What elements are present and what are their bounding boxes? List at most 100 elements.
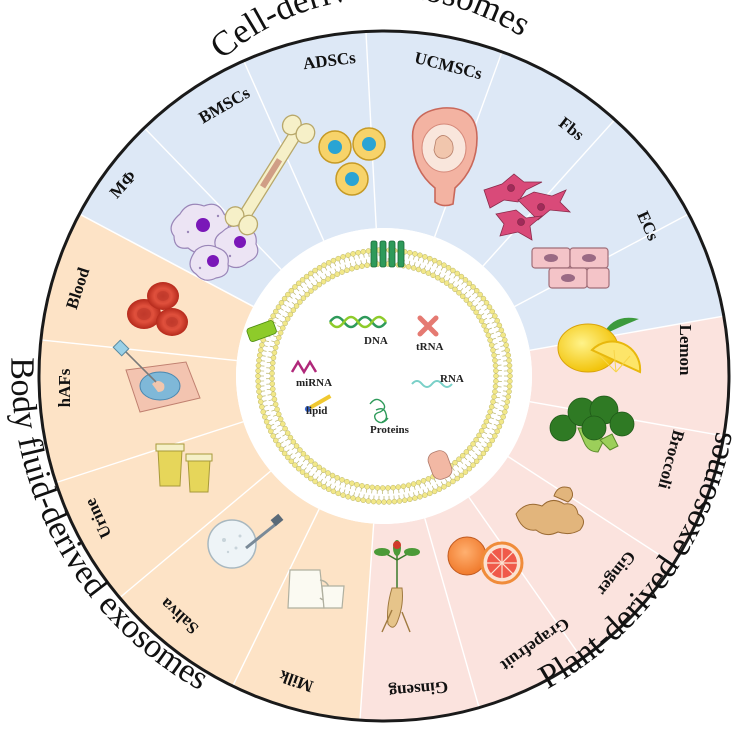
lipid-head — [434, 274, 441, 281]
lipid-head — [407, 496, 413, 503]
lipid-head — [425, 476, 432, 482]
lipid-head — [430, 272, 436, 279]
lipid-head — [462, 277, 469, 283]
lipid-head — [470, 441, 476, 447]
lipid-head — [441, 484, 447, 490]
lipid-head — [483, 418, 490, 425]
lipid-head — [276, 411, 282, 418]
lipid-head — [256, 393, 263, 400]
mirna-label: miRNA — [296, 377, 332, 389]
lipid-head — [295, 465, 302, 472]
lipid-head — [379, 485, 386, 491]
lipid-head — [256, 357, 262, 364]
lipid-head — [284, 316, 291, 322]
lipid-head — [269, 375, 275, 382]
lipid-head — [410, 265, 417, 271]
lipid-head — [489, 308, 495, 315]
lipid-head — [390, 484, 396, 491]
lipid-head — [477, 454, 483, 461]
lipid-head — [321, 262, 327, 268]
lipid-head — [330, 257, 337, 264]
rna-icon — [411, 380, 453, 388]
lipid-head — [308, 475, 314, 482]
lipid-head — [325, 276, 331, 282]
lipid-head — [476, 313, 482, 320]
lipid-head — [345, 252, 351, 258]
lipid-head — [349, 265, 355, 272]
dna-label: DNA — [364, 335, 388, 347]
membrane-protein-lime-icon — [246, 320, 277, 342]
lipid-head — [284, 430, 291, 436]
lipid-head — [492, 433, 498, 439]
lipid-head — [400, 483, 407, 490]
lipid-head — [312, 478, 318, 485]
lipid-head — [507, 368, 513, 374]
lipid-head — [422, 254, 428, 260]
lipid-head — [268, 428, 274, 435]
lipid-head — [316, 281, 322, 288]
lipid-head — [420, 478, 427, 484]
lipid-icon — [304, 394, 332, 412]
lipid-head — [487, 409, 493, 415]
grapefruit-icon — [447, 536, 524, 585]
lipid-head — [473, 287, 480, 294]
lipid-head — [506, 362, 513, 369]
lipid-head — [274, 339, 280, 346]
lipid-head — [412, 251, 418, 257]
lipid-head — [506, 383, 513, 390]
lipid-head — [422, 492, 428, 498]
lipid-head — [303, 273, 310, 280]
lipid-head — [256, 388, 262, 395]
lipid-head — [492, 388, 498, 395]
lipid-head — [293, 303, 300, 309]
lipid-head — [405, 263, 412, 270]
lipid-head — [287, 434, 294, 441]
lipid-head — [282, 425, 288, 432]
lipid-head — [401, 497, 408, 504]
trna-icon — [417, 315, 439, 337]
stem-cells-icon — [318, 127, 386, 196]
milk-jug-icon — [287, 569, 345, 609]
macrophage-cells-icon — [170, 203, 259, 281]
lipid-head — [405, 482, 412, 489]
segment-divider — [507, 456, 674, 565]
lipid-head — [280, 325, 286, 331]
lipid-head — [436, 486, 443, 492]
lipid-head — [504, 347, 511, 353]
lipid-head — [386, 499, 392, 505]
lipid-head — [450, 267, 456, 274]
lipid-head — [350, 495, 356, 501]
lipid-head — [502, 337, 508, 343]
lipid-head — [339, 269, 345, 275]
lipid-head — [300, 295, 307, 301]
segment-divider — [424, 518, 480, 708]
lipid-head — [507, 373, 513, 379]
lipid-head — [354, 264, 360, 271]
lipid-head — [500, 414, 506, 420]
lipid-head — [340, 254, 346, 260]
lipid-head — [466, 465, 473, 472]
lipid-head — [276, 334, 282, 341]
lipid-head — [417, 494, 423, 500]
lipid-head — [340, 492, 346, 498]
lipid-head — [459, 293, 466, 300]
lipid-head — [492, 357, 498, 364]
lipid-head — [316, 464, 322, 471]
lipid-head — [504, 399, 511, 405]
lipid-head — [272, 344, 279, 351]
lipid-head — [452, 459, 458, 466]
lipid-head — [278, 446, 285, 452]
lipid-head — [339, 477, 345, 483]
segment-divider — [468, 496, 583, 660]
lipid-head — [359, 483, 365, 489]
lipid-head — [281, 295, 288, 302]
lipid-head — [369, 484, 376, 491]
lipid-head — [344, 478, 350, 485]
lipid-head — [277, 416, 284, 422]
lipid-head — [410, 481, 417, 487]
lipid-head — [325, 486, 332, 492]
lipid-head — [259, 342, 265, 348]
segment-divider — [55, 421, 244, 484]
lipid-head — [303, 472, 310, 479]
